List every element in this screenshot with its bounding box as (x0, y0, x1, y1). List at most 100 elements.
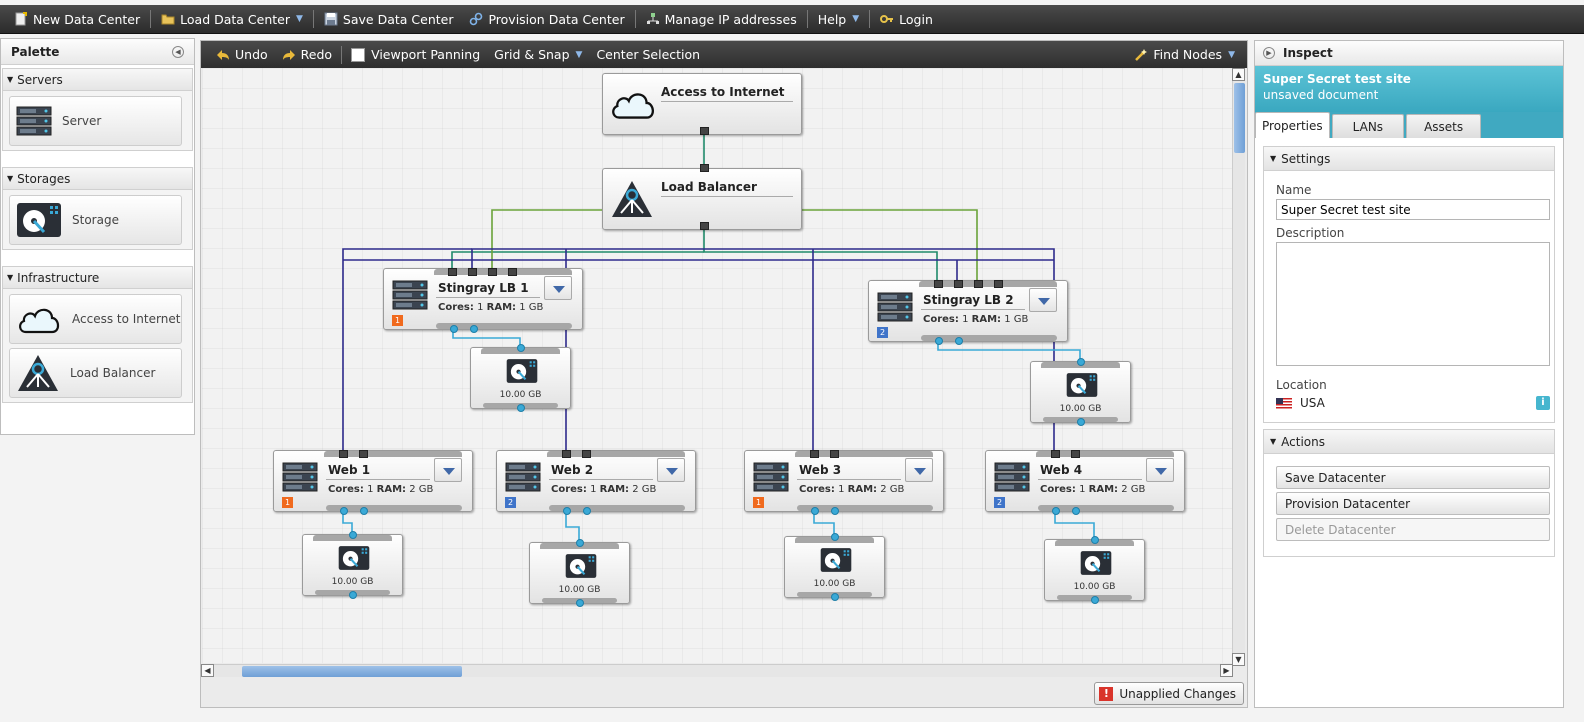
network-port-icon[interactable] (508, 268, 517, 276)
storage-port-icon[interactable] (1052, 507, 1060, 515)
load-data-center-button[interactable]: Load Data Center ▼ (153, 5, 311, 33)
tab-lans[interactable]: LANs (1331, 114, 1405, 138)
undo-button[interactable]: Undo (209, 41, 275, 68)
palette-item-server[interactable]: Server (9, 96, 182, 146)
scroll-left-icon[interactable]: ◀ (201, 664, 214, 677)
provision-data-center-button[interactable]: Provision Data Center (461, 5, 632, 33)
save-datacenter-button[interactable]: Save Datacenter (1276, 466, 1550, 489)
node-storage[interactable]: 10.00 GB (529, 539, 630, 607)
name-input[interactable] (1276, 199, 1550, 220)
node-menu-dropdown[interactable] (434, 458, 462, 482)
network-port-icon[interactable] (974, 280, 983, 288)
horizontal-scroll-thumb[interactable] (242, 666, 462, 677)
settings-header[interactable]: ▼Settings (1264, 147, 1554, 171)
storage-port-icon[interactable] (1091, 536, 1099, 544)
node-stingray-lb-1[interactable]: 1 Stingray LB 1 Cores: 1 RAM: 1 GB (383, 268, 583, 333)
network-port-icon[interactable] (700, 222, 709, 230)
storage-port-icon[interactable] (349, 591, 357, 599)
node-storage[interactable]: 10.00 GB (784, 533, 885, 601)
node-storage[interactable]: 10.00 GB (302, 531, 403, 599)
node-web-2[interactable]: 2 Web 2 Cores: 1 RAM: 2 GB (496, 450, 696, 515)
network-port-icon[interactable] (448, 268, 457, 276)
storage-port-icon[interactable] (563, 507, 571, 515)
node-menu-dropdown[interactable] (1029, 288, 1057, 312)
provision-datacenter-button[interactable]: Provision Datacenter (1276, 492, 1550, 515)
network-port-icon[interactable] (994, 280, 1003, 288)
find-nodes-menu[interactable]: Find Nodes ▼ (1127, 41, 1247, 68)
palette-section-header[interactable]: ▼Servers (3, 69, 192, 91)
viewport-panning-toggle[interactable]: Viewport Panning (344, 41, 487, 68)
checkbox-icon[interactable] (351, 47, 366, 62)
tab-properties[interactable]: Properties (1255, 112, 1330, 138)
storage-port-icon[interactable] (517, 344, 525, 352)
storage-port-icon[interactable] (831, 507, 839, 515)
network-port-icon[interactable] (700, 164, 709, 172)
storage-port-icon[interactable] (576, 599, 584, 607)
node-web-4[interactable]: 2 Web 4 Cores: 1 RAM: 2 GB (985, 450, 1185, 515)
scroll-right-icon[interactable]: ▶ (1220, 664, 1233, 677)
node-menu-dropdown[interactable] (657, 458, 685, 482)
network-port-icon[interactable] (468, 268, 477, 276)
palette-section-header[interactable]: ▼Infrastructure (3, 267, 192, 289)
description-textarea[interactable] (1276, 242, 1550, 366)
scroll-down-icon[interactable]: ▼ (1232, 653, 1245, 666)
storage-port-icon[interactable] (1091, 596, 1099, 604)
storage-port-icon[interactable] (349, 531, 357, 539)
storage-port-icon[interactable] (576, 539, 584, 547)
login-button[interactable]: Login (872, 5, 941, 33)
network-port-icon[interactable] (562, 450, 571, 458)
network-port-icon[interactable] (488, 268, 497, 276)
palette-item-access-to-internet[interactable]: Access to Internet (9, 294, 182, 344)
network-port-icon[interactable] (830, 450, 839, 458)
info-icon[interactable]: i (1536, 396, 1550, 410)
storage-port-icon[interactable] (1077, 358, 1085, 366)
grid-snap-menu[interactable]: Grid & Snap ▼ (487, 41, 589, 68)
network-port-icon[interactable] (359, 450, 368, 458)
vertical-scrollbar[interactable]: ▲ ▼ (1232, 68, 1245, 666)
network-port-icon[interactable] (1051, 450, 1060, 458)
node-menu-dropdown[interactable] (544, 276, 572, 300)
network-port-icon[interactable] (1071, 450, 1080, 458)
redo-button[interactable]: Redo (275, 41, 339, 68)
node-web-3[interactable]: 1 Web 3 Cores: 1 RAM: 2 GB (744, 450, 944, 515)
help-menu-button[interactable]: Help ▼ (810, 5, 867, 33)
palette-item-storage[interactable]: Storage (9, 195, 182, 245)
unapplied-changes-button[interactable]: ! Unapplied Changes (1094, 682, 1244, 705)
storage-port-icon[interactable] (360, 507, 368, 515)
storage-port-icon[interactable] (517, 404, 525, 412)
scroll-up-icon[interactable]: ▲ (1232, 68, 1245, 81)
node-storage[interactable]: 10.00 GB (1044, 536, 1145, 604)
node-stingray-lb-2[interactable]: 2 Stingray LB 2 Cores: 1 RAM: 1 GB (868, 280, 1068, 345)
node-access-to-internet[interactable]: Access to Internet (602, 73, 802, 135)
network-port-icon[interactable] (700, 127, 709, 135)
node-storage[interactable]: 10.00 GB (1030, 358, 1131, 426)
network-port-icon[interactable] (934, 280, 943, 288)
storage-port-icon[interactable] (935, 337, 943, 345)
tab-assets[interactable]: Assets (1406, 114, 1482, 138)
storage-port-icon[interactable] (831, 593, 839, 601)
delete-datacenter-button[interactable]: Delete Datacenter (1276, 518, 1550, 541)
network-port-icon[interactable] (810, 450, 819, 458)
collapse-left-icon[interactable]: ◀ (172, 46, 184, 58)
storage-port-icon[interactable] (831, 533, 839, 541)
node-web-1[interactable]: 1 Web 1 Cores: 1 RAM: 2 GB (273, 450, 473, 515)
network-port-icon[interactable] (954, 280, 963, 288)
storage-port-icon[interactable] (1072, 507, 1080, 515)
storage-port-icon[interactable] (955, 337, 963, 345)
save-data-center-button[interactable]: Save Data Center (316, 5, 462, 33)
vertical-scroll-thumb[interactable] (1234, 83, 1245, 153)
node-storage[interactable]: 10.00 GB (470, 344, 571, 412)
center-selection-button[interactable]: Center Selection (589, 41, 707, 68)
storage-port-icon[interactable] (340, 507, 348, 515)
network-port-icon[interactable] (339, 450, 348, 458)
node-menu-dropdown[interactable] (905, 458, 933, 482)
new-data-center-button[interactable]: New Data Center (6, 5, 148, 33)
storage-port-icon[interactable] (470, 325, 478, 333)
palette-item-load-balancer[interactable]: Load Balancer (9, 348, 182, 398)
manage-ip-button[interactable]: Manage IP addresses (638, 5, 805, 33)
network-port-icon[interactable] (582, 450, 591, 458)
node-menu-dropdown[interactable] (1146, 458, 1174, 482)
storage-port-icon[interactable] (1077, 418, 1085, 426)
node-load-balancer[interactable]: Load Balancer (602, 164, 802, 230)
storage-port-icon[interactable] (811, 507, 819, 515)
